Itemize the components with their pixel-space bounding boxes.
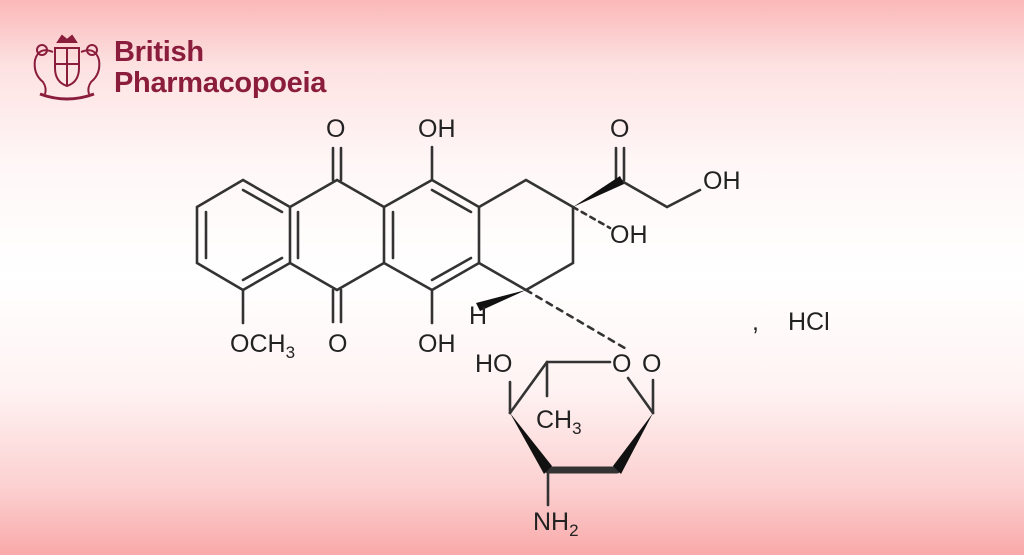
atom-ho-sugar: HO: [475, 350, 513, 378]
salt-separator: ,: [752, 308, 759, 336]
bonds: [195, 145, 702, 507]
atom-oh-top: OH: [418, 115, 456, 143]
wedge-bonds: [476, 176, 653, 474]
coat-of-arms-icon: [33, 34, 101, 101]
atom-o-ketone: O: [610, 115, 629, 143]
atom-oh-tertiary: OH: [610, 221, 648, 249]
ring-a: [195, 178, 292, 292]
atom-nh2: NH2: [533, 508, 579, 540]
atom-och3: OCH3: [230, 330, 295, 362]
atom-o-top: O: [326, 115, 345, 143]
atom-ch3: CH3: [536, 406, 582, 438]
logo-line-british: British: [114, 36, 204, 68]
british-pharmacopoeia-logo: British Pharmacopoeia: [28, 32, 326, 104]
atom-oh-side: OH: [703, 167, 741, 195]
salt-hcl: HCl: [788, 308, 830, 336]
atom-h: H: [469, 302, 487, 330]
atom-o-glycosidic: O: [642, 350, 661, 378]
ring-c: [382, 178, 481, 292]
logo-line-pharmacopoeia: Pharmacopoeia: [114, 67, 327, 99]
atom-o-ring: O: [612, 350, 631, 378]
atom-o-bottom: O: [328, 330, 347, 358]
atom-oh-bottom: OH: [418, 330, 456, 358]
